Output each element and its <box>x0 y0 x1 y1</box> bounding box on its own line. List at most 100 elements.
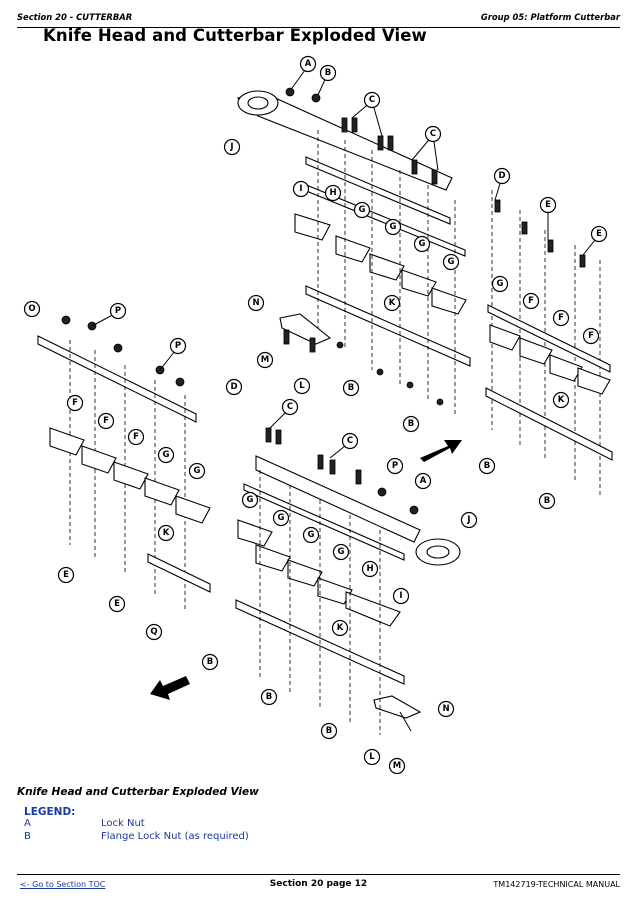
svg-text:G: G <box>194 466 201 476</box>
callout-b-upper3: B <box>402 415 420 433</box>
svg-text:E: E <box>114 599 120 609</box>
svg-text:B: B <box>484 461 490 471</box>
page-number: Section 20 page 12 <box>269 879 368 889</box>
callout-k-right: K <box>552 391 570 409</box>
callout-b-left: B <box>201 653 219 671</box>
callout-f-right1: F <box>522 292 540 310</box>
upper-guard-bar <box>305 285 471 367</box>
svg-text:E: E <box>63 570 69 580</box>
svg-text:G: G <box>359 205 366 215</box>
svg-text:B: B <box>325 68 331 78</box>
direction-arrow-left <box>150 676 190 700</box>
callout-a-upper: A <box>299 55 317 73</box>
callout-f-left1: F <box>66 394 84 412</box>
legend-title: LEGEND: <box>24 806 76 818</box>
upper-knife-head-lower <box>279 313 332 353</box>
callout-q-left: Q <box>145 623 163 641</box>
svg-text:B: B <box>408 419 414 429</box>
direction-arrow-right <box>420 440 462 462</box>
callout-g-lower1: G <box>241 491 259 509</box>
legend-row-a: A Lock Nut <box>24 818 145 829</box>
callout-labels: A B C C J I H G G G G D E E G F F F K B … <box>23 55 608 775</box>
svg-text:K: K <box>337 623 344 633</box>
manual-id: TM142719-TECHNICAL MANUAL <box>493 880 620 889</box>
upper-bolts <box>285 87 444 406</box>
page-footer: <- Go to Section TOC Section 20 page 12 … <box>17 874 620 891</box>
right-knife-back <box>485 190 613 495</box>
svg-text:P: P <box>392 461 398 471</box>
svg-text:I: I <box>399 591 402 601</box>
svg-text:G: G <box>497 279 504 289</box>
callout-h-lower: H <box>361 560 379 578</box>
callout-g-left2: G <box>188 462 206 480</box>
figure-caption: Knife Head and Cutterbar Exploded View <box>17 786 259 798</box>
legend-text: Flange Lock Nut (as required) <box>101 831 249 842</box>
svg-text:B: B <box>544 496 550 506</box>
upper-sections <box>294 213 467 315</box>
callout-e-right1: E <box>539 196 557 214</box>
callout-c-lower2: C <box>341 432 359 450</box>
svg-text:D: D <box>230 382 237 392</box>
page-title: Knife Head and Cutterbar Exploded View <box>43 26 427 45</box>
callout-f-left2: F <box>97 412 115 430</box>
callout-e-left1: E <box>57 566 75 584</box>
svg-text:P: P <box>175 341 181 351</box>
svg-text:G: G <box>419 239 426 249</box>
callout-g-lower4: G <box>332 543 350 561</box>
svg-text:G: G <box>338 547 345 557</box>
callout-m-lower: M <box>388 757 406 775</box>
callout-l-lower: L <box>363 748 381 766</box>
left-knife-back <box>37 315 211 610</box>
callout-b-lower2: B <box>320 722 338 740</box>
callout-g-lower3: G <box>302 526 320 544</box>
svg-text:L: L <box>299 381 305 391</box>
page-header: Section 20 - CUTTERBAR Group 05: Platfor… <box>17 9 620 28</box>
callout-g-upper4: G <box>442 253 460 271</box>
svg-text:B: B <box>348 383 354 393</box>
svg-text:J: J <box>229 142 233 152</box>
callout-d-right: D <box>493 167 511 185</box>
svg-text:G: G <box>163 450 170 460</box>
section-toc-link[interactable]: <- Go to Section TOC <box>20 880 106 889</box>
callout-j-upper: J <box>223 138 241 156</box>
callout-k-lower: K <box>331 619 349 637</box>
callout-j-lower: J <box>460 511 478 529</box>
callout-d-left: D <box>225 378 243 396</box>
callout-f-right2: F <box>552 309 570 327</box>
svg-text:K: K <box>389 298 396 308</box>
svg-text:B: B <box>326 726 332 736</box>
svg-text:E: E <box>545 200 551 210</box>
svg-text:G: G <box>247 495 254 505</box>
svg-text:G: G <box>390 222 397 232</box>
group-label: Group 05: Platform Cutterbar <box>480 12 620 22</box>
callout-c-lower1: C <box>281 398 299 416</box>
svg-text:J: J <box>466 515 470 525</box>
callout-i-upper: I <box>292 180 310 198</box>
svg-text:M: M <box>261 355 269 365</box>
svg-text:F: F <box>72 398 78 408</box>
upper-hardware-lines <box>317 130 456 415</box>
exploded-view-diagram: A B C C J I H G G G G D E E G F F F K B … <box>23 55 613 775</box>
callout-f-right3: F <box>582 327 600 345</box>
callout-o-left: O <box>23 300 41 318</box>
svg-text:G: G <box>308 530 315 540</box>
svg-text:C: C <box>287 402 293 412</box>
callout-l-upper: L <box>293 377 311 395</box>
legend-text: Lock Nut <box>101 818 145 829</box>
callout-g-lower2: G <box>272 509 290 527</box>
svg-text:K: K <box>163 528 170 538</box>
legend-key: B <box>24 831 31 842</box>
callout-g-upper1: G <box>353 201 371 219</box>
svg-text:D: D <box>498 171 505 181</box>
svg-text:I: I <box>299 184 302 194</box>
callout-g-upper2: G <box>384 218 402 236</box>
lower-knife-assembly <box>235 427 461 735</box>
svg-text:B: B <box>207 657 213 667</box>
svg-text:C: C <box>369 95 375 105</box>
svg-text:C: C <box>430 129 436 139</box>
svg-text:P: P <box>115 306 121 316</box>
legend-key: A <box>24 818 31 829</box>
svg-text:H: H <box>329 188 336 198</box>
svg-text:A: A <box>420 476 427 486</box>
svg-text:B: B <box>266 692 272 702</box>
